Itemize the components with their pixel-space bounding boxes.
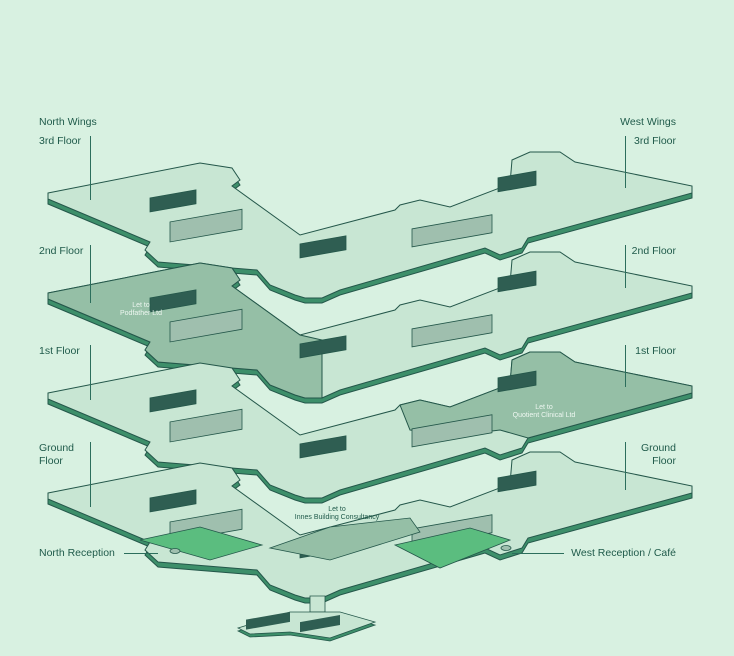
floor-1st-core-2	[299, 435, 347, 459]
entrance-core-2	[300, 615, 340, 633]
north-2nd-floor-label: 2nd Floor	[39, 245, 84, 257]
north-reception-marker	[169, 548, 181, 554]
west-1st-floor-tick	[625, 345, 626, 387]
west-reception-zone	[393, 527, 512, 569]
north-reception-label: North Reception	[39, 547, 115, 559]
entrance-core-1	[246, 611, 290, 630]
north-1st-floor-label: 1st Floor	[39, 345, 80, 357]
floor-2nd-core-2	[299, 335, 347, 359]
floor-3rd-core-0	[149, 189, 197, 213]
floor-3rd-core-1	[497, 170, 537, 193]
podfather-let-line2: Podfather Ltd	[119, 310, 163, 317]
west-1st-floor-label: 1st Floor	[635, 345, 676, 357]
north-ground-label-1: Ground	[39, 442, 75, 454]
quotient-let-label: Let to Quotient Clinical Ltd	[494, 404, 594, 420]
north-1st-floor-tick	[90, 345, 91, 400]
west-2nd-floor-tick	[625, 245, 626, 288]
north-2nd-floor-tick	[90, 245, 91, 303]
podfather-let-label: Let to Podfather Ltd	[106, 302, 176, 318]
north-ground-label-2: Floor	[39, 455, 63, 467]
innes-let-zone	[268, 517, 421, 561]
west-ground-label-1: Ground	[640, 442, 676, 454]
entrance-link	[309, 595, 326, 613]
floor-3rd-service-1	[411, 214, 493, 248]
innes-let-label: Let to Innes Building Consultancy	[282, 506, 392, 522]
north-wings-label: North Wings	[39, 116, 97, 128]
podfather-let-line1: Let to	[132, 302, 150, 309]
west-reception-label: West Reception / Café	[571, 547, 676, 559]
west-reception-leader	[512, 553, 564, 554]
innes-let-line1: Let to	[328, 506, 346, 513]
floor-1st-core-0	[149, 389, 197, 413]
north-3rd-floor-tick	[90, 136, 91, 200]
west-2nd-floor-label: 2nd Floor	[631, 245, 676, 257]
quotient-let-line1: Let to	[535, 404, 553, 411]
floor-2nd-core-1	[497, 270, 537, 293]
floor-3rd-surface	[47, 151, 693, 299]
west-ground-label-2: Floor	[652, 455, 676, 467]
north-3rd-floor-label: 3rd Floor	[39, 135, 82, 147]
west-wings-label: West Wings	[620, 116, 676, 128]
floor-ground-core-0	[149, 489, 197, 513]
north-reception-leader	[124, 553, 158, 554]
floor-2nd-service-1	[411, 314, 493, 348]
floor-1st-service-0	[169, 408, 243, 443]
floor-1st-core-1	[497, 370, 537, 393]
west-reception-marker	[500, 545, 512, 551]
west-3rd-floor-label: 3rd Floor	[633, 135, 676, 147]
quotient-let-line2: Quotient Clinical Ltd	[512, 412, 576, 419]
west-ground-tick	[625, 442, 626, 490]
north-reception-zone	[139, 526, 264, 561]
floor-2nd-service-0	[169, 308, 243, 343]
floor-3rd-service-0	[169, 208, 243, 243]
floor-3rd-core-2	[299, 235, 347, 259]
floor-2nd-core-0	[149, 289, 197, 313]
innes-let-line2: Innes Building Consultancy	[294, 514, 380, 521]
north-ground-tick	[90, 442, 91, 507]
floor-1st-service-1	[411, 414, 493, 448]
west-3rd-floor-tick	[625, 136, 626, 188]
floor-ground-core-1	[497, 470, 537, 493]
